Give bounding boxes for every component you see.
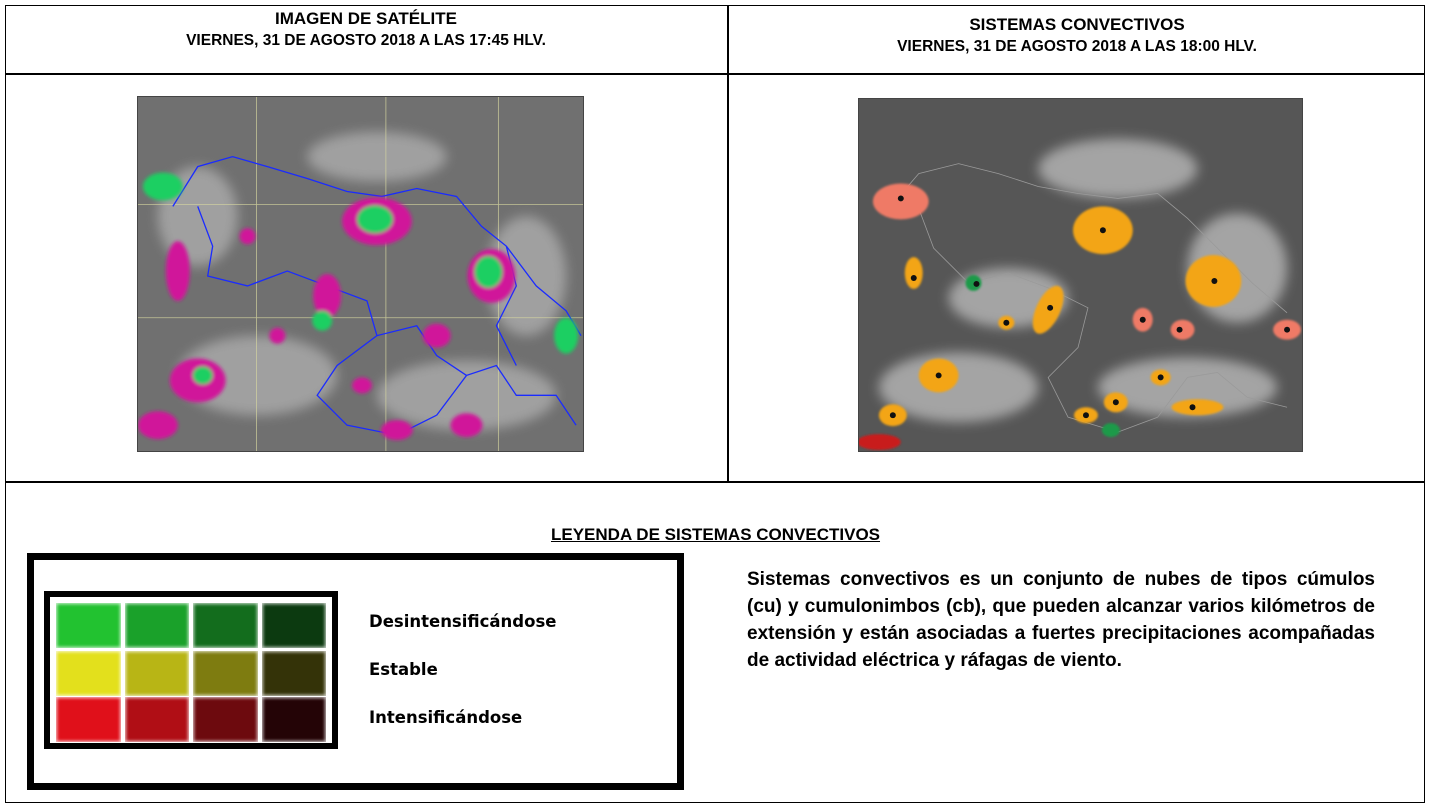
swatch-yellow-4 xyxy=(261,651,326,696)
swatch-red-1 xyxy=(56,697,121,742)
legend-swatches xyxy=(44,591,338,749)
swatch-yellow-3 xyxy=(193,651,258,696)
swatch-red-4 xyxy=(261,697,326,742)
right-panel-title: SISTEMAS CONVECTIVOS xyxy=(969,15,1185,34)
column-divider xyxy=(727,5,729,482)
swatch-row-green xyxy=(54,603,328,648)
swatch-row-red xyxy=(54,697,328,742)
legend-title: LEYENDA DE SISTEMAS CONVECTIVOS xyxy=(550,525,881,544)
swatch-red-2 xyxy=(124,697,189,742)
right-panel-header: SISTEMAS CONVECTIVOS VIERNES, 31 DE AGOS… xyxy=(729,14,1425,58)
swatch-green-3 xyxy=(193,603,258,648)
legend-label-intensificandose: Intensificándose xyxy=(369,708,523,727)
swatch-row-yellow xyxy=(54,651,328,696)
left-panel-header: IMAGEN DE SATÉLITE VIERNES, 31 DE AGOSTO… xyxy=(5,8,727,52)
document-frame xyxy=(5,5,1425,803)
satellite-image xyxy=(137,96,584,452)
swatch-yellow-1 xyxy=(56,651,121,696)
right-panel-subtitle: VIERNES, 31 DE AGOSTO 2018 A LAS 18:00 H… xyxy=(897,38,1257,55)
convective-systems-image xyxy=(858,98,1303,452)
swatch-green-1 xyxy=(56,603,121,648)
left-panel-subtitle: VIERNES, 31 DE AGOSTO 2018 A LAS 17:45 H… xyxy=(186,32,546,49)
legend-box: Desintensificándose Estable Intensificán… xyxy=(27,553,684,790)
legend-label-desintensificandose: Desintensificándose xyxy=(369,612,557,631)
left-panel-title: IMAGEN DE SATÉLITE xyxy=(275,9,457,28)
legend-label-estable: Estable xyxy=(369,660,438,679)
header-divider xyxy=(5,73,1425,75)
swatch-yellow-2 xyxy=(124,651,189,696)
description-text: Sistemas convectivos es un conjunto de n… xyxy=(747,569,1375,671)
swatch-green-4 xyxy=(261,603,326,648)
swatch-red-3 xyxy=(193,697,258,742)
section-divider xyxy=(5,481,1425,483)
swatch-green-2 xyxy=(124,603,189,648)
